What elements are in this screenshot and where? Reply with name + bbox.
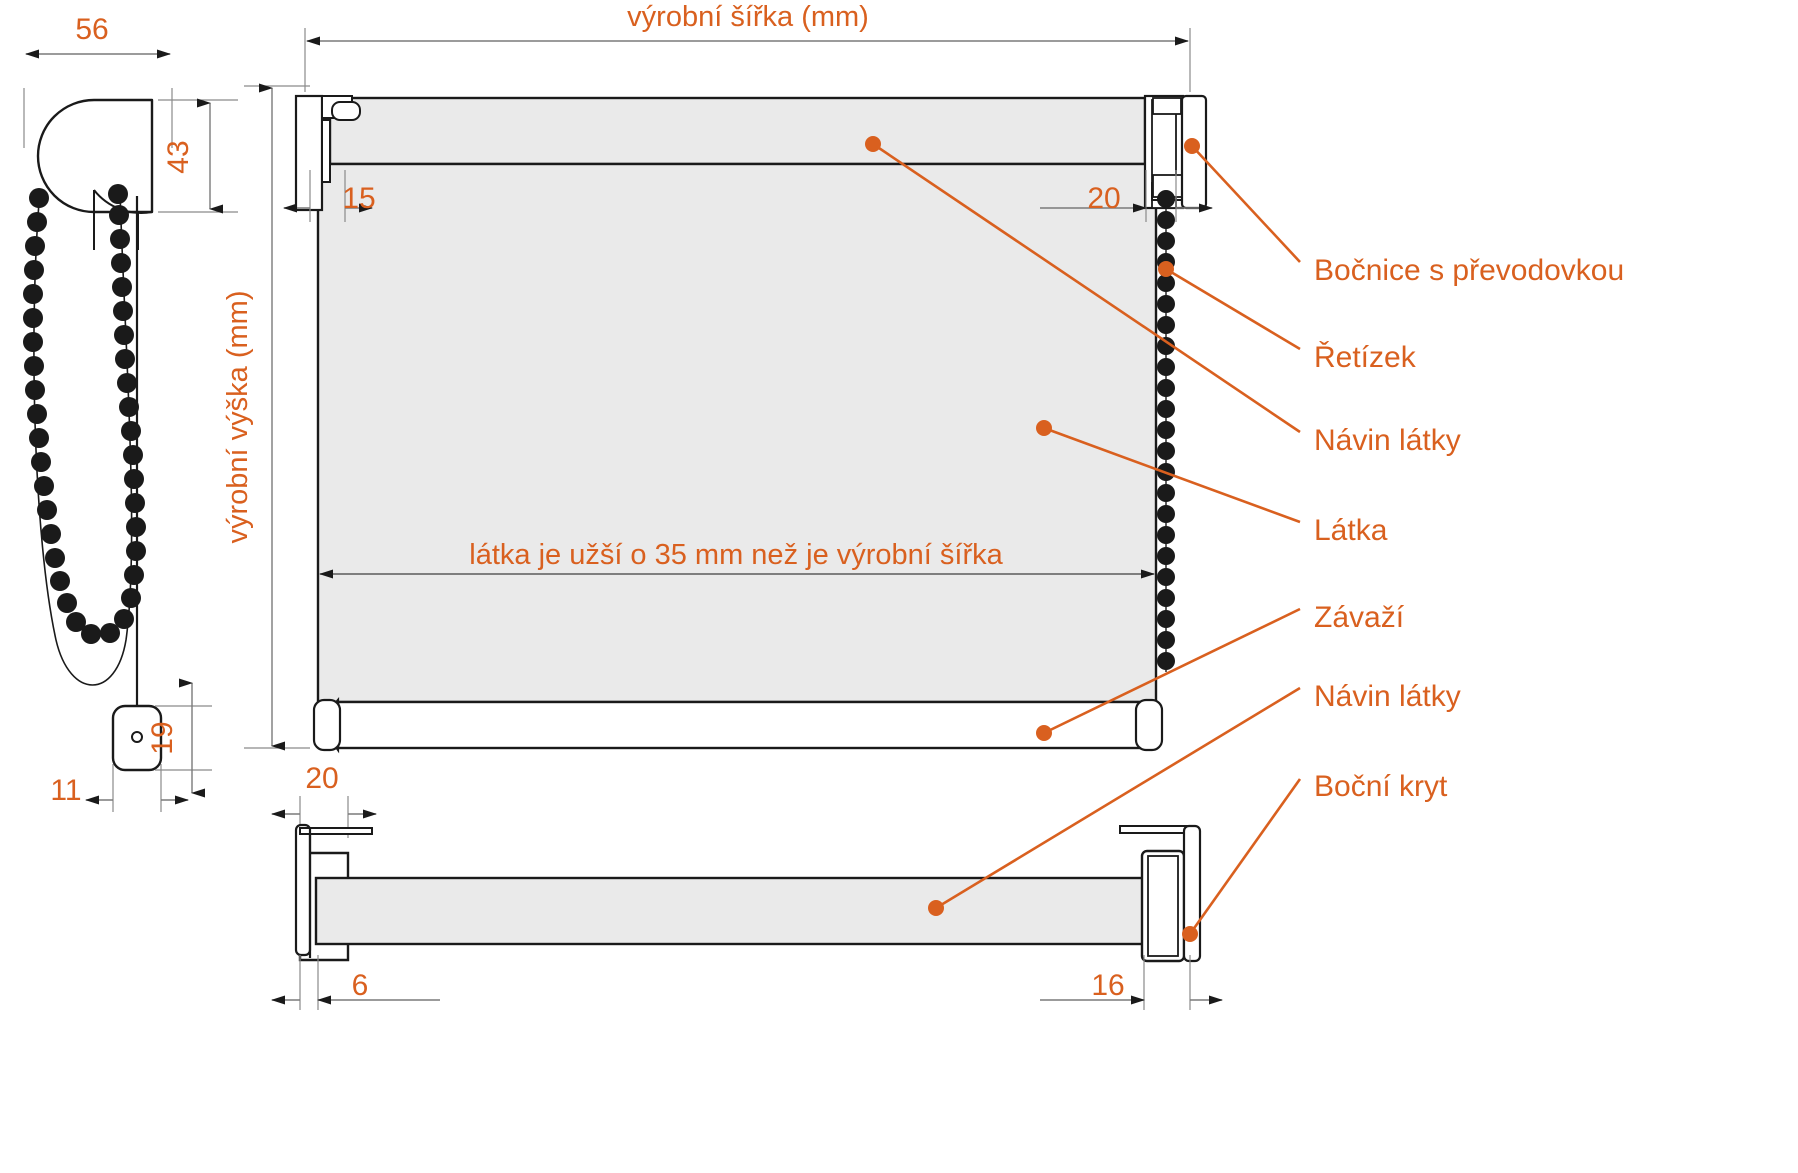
leader-bocnice-s-prevodovkou — [1191, 145, 1301, 263]
leader-navin-latky-top — [872, 142, 1301, 434]
callout-label-zavazi: Závaží — [1314, 601, 1405, 634]
callout-label-navin-latky-top: Návin látky — [1314, 424, 1461, 457]
height-title: výrobní výška (mm) — [222, 291, 254, 544]
dimension-label-6: 6 — [352, 969, 369, 1002]
dot-navin-latky-top — [865, 136, 881, 152]
dimension-section-bottom-left-6 — [271, 955, 440, 1010]
dot-latka — [1036, 420, 1052, 436]
dot-bocni-kryt — [1182, 926, 1198, 942]
left-bracket-front — [294, 94, 361, 212]
leader-zavazi — [1043, 607, 1301, 735]
dimension-left-inset — [283, 170, 373, 222]
dimension-production-height — [244, 83, 310, 751]
callout-dots — [865, 136, 1200, 942]
callout-label-navin-latky-section: Návin látky — [1314, 680, 1461, 713]
bead-chain-loop — [23, 184, 146, 686]
dimension-label-43: 43 — [162, 140, 195, 173]
callout-leaders — [872, 142, 1302, 935]
dimension-bracket-height — [158, 98, 238, 214]
dimension-label-56: 56 — [75, 13, 108, 46]
dimension-production-width — [304, 28, 1191, 92]
dot-navin-latky-section — [928, 900, 944, 916]
chain-tensioner-weight — [111, 196, 163, 772]
dimension-label-20-front: 20 — [1087, 182, 1120, 215]
leader-latka — [1043, 426, 1301, 524]
dimension-label-16: 16 — [1091, 969, 1124, 1002]
dot-retizek — [1158, 261, 1174, 277]
leader-navin-latky-section — [935, 686, 1301, 910]
dimension-label-19: 19 — [146, 721, 179, 754]
leader-retizek — [1165, 267, 1301, 351]
callout-label-bocni-kryt: Boční kryt — [1314, 770, 1448, 803]
dimension-label-11: 11 — [50, 774, 81, 807]
bottom-weight-bar-front — [312, 697, 1164, 754]
dimension-section-bottom-right-16 — [1040, 955, 1223, 1010]
callout-label-retizek: Řetízek — [1314, 341, 1417, 374]
dimension-right-inset — [1040, 170, 1213, 222]
fabric-roll-front — [328, 96, 1147, 166]
section-fabric-band — [314, 876, 1146, 946]
width-title: výrobní šířka (mm) — [627, 1, 869, 33]
dimension-tensioner-width — [85, 764, 189, 812]
leader-bocni-kryt — [1188, 778, 1302, 935]
dimension-tensioner-height — [155, 678, 212, 798]
dimension-bracket-depth — [23, 49, 173, 148]
dot-bocnice-s-prevodovkou — [1184, 138, 1200, 154]
fabric-sheet-front — [316, 162, 1158, 704]
callout-label-latka: Látka — [1314, 514, 1388, 547]
fabric-width-note: látka je užší o 35 mm než je výrobní šíř… — [469, 539, 1003, 571]
dimension-label-20-section: 20 — [305, 762, 338, 795]
callout-label-bocnice-s-prevodovkou: Bočnice s převodovkou — [1314, 254, 1624, 287]
dimension-label-15: 15 — [342, 182, 375, 215]
dot-zavazi — [1036, 725, 1052, 741]
